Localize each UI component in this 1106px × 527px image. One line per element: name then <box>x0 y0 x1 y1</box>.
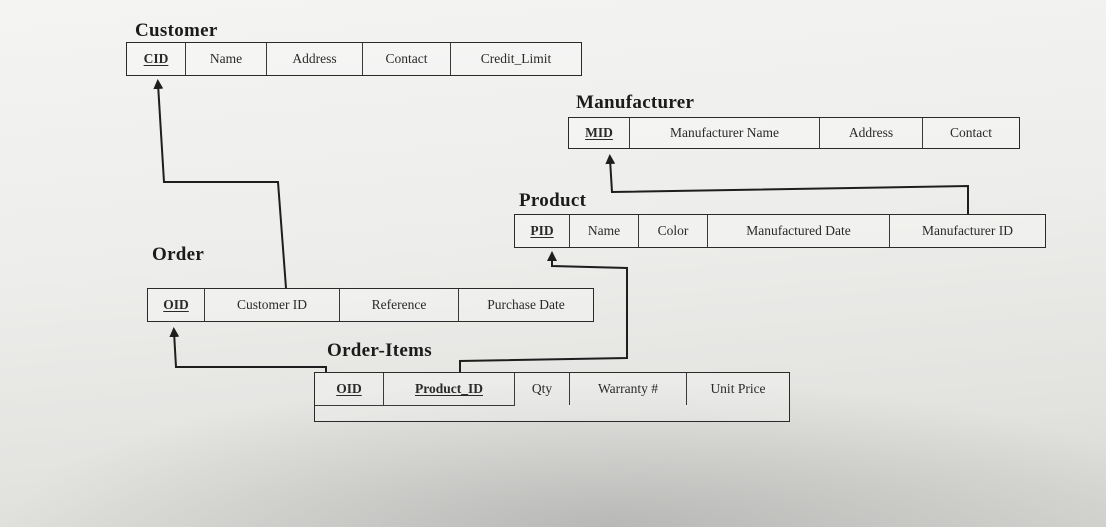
arrow-orderitems-order <box>169 327 327 372</box>
manufacturer-field-contact: Contact <box>950 125 992 140</box>
order-field-customer-id: Customer ID <box>205 289 340 321</box>
product-field-name: Name <box>570 215 639 247</box>
order-field-oid: OID <box>148 289 205 321</box>
customer-title: Customer <box>135 20 218 41</box>
arrow-product-manufacturer <box>605 154 969 214</box>
customer-field-address: Address <box>267 43 363 75</box>
order-items-title: Order-Items <box>327 340 432 361</box>
order-field-purchase-date: Purchase Date <box>487 297 565 312</box>
customer-field-cid: CID <box>127 43 186 75</box>
product-field-manufacturer-id: Manufacturer ID <box>921 223 1014 238</box>
product-title: Product <box>519 190 587 211</box>
order-items-field-qty: Qty <box>515 373 570 405</box>
product-field-manufactured-date: Manufactured Date <box>708 215 890 247</box>
customer-field-contact: Contact <box>363 43 451 75</box>
product-table: PID Name Color Manufactured Date Manufac… <box>514 214 1046 248</box>
order-items-table: OID Product_ID Qty Warranty # Unit Price <box>314 372 790 422</box>
order-items-field-unit-price: Unit Price <box>710 381 766 396</box>
manufacturer-field-mid: MID <box>569 118 630 148</box>
order-title: Order <box>152 244 205 265</box>
customer-field-credit-limit: Credit_Limit <box>480 51 552 66</box>
order-field-reference: Reference <box>340 289 459 321</box>
order-items-field-warranty: Warranty # <box>570 373 687 405</box>
order-items-field-oid: OID <box>315 373 384 406</box>
manufacturer-table: MID Manufacturer Name Address Contact <box>568 117 1020 149</box>
manufacturer-title: Manufacturer <box>576 92 695 113</box>
product-field-pid: PID <box>515 215 570 247</box>
arrow-orderitems-product <box>459 251 628 372</box>
customer-table: CID Name Address Contact Credit_Limit <box>126 42 582 76</box>
order-items-field-product-id: Product_ID <box>384 373 515 406</box>
manufacturer-field-address: Address <box>820 118 923 148</box>
product-field-color: Color <box>639 215 708 247</box>
manufacturer-field-name: Manufacturer Name <box>630 118 820 148</box>
arrow-order-customer <box>153 79 287 289</box>
customer-field-name: Name <box>186 43 267 75</box>
order-table: OID Customer ID Reference Purchase Date <box>147 288 594 322</box>
